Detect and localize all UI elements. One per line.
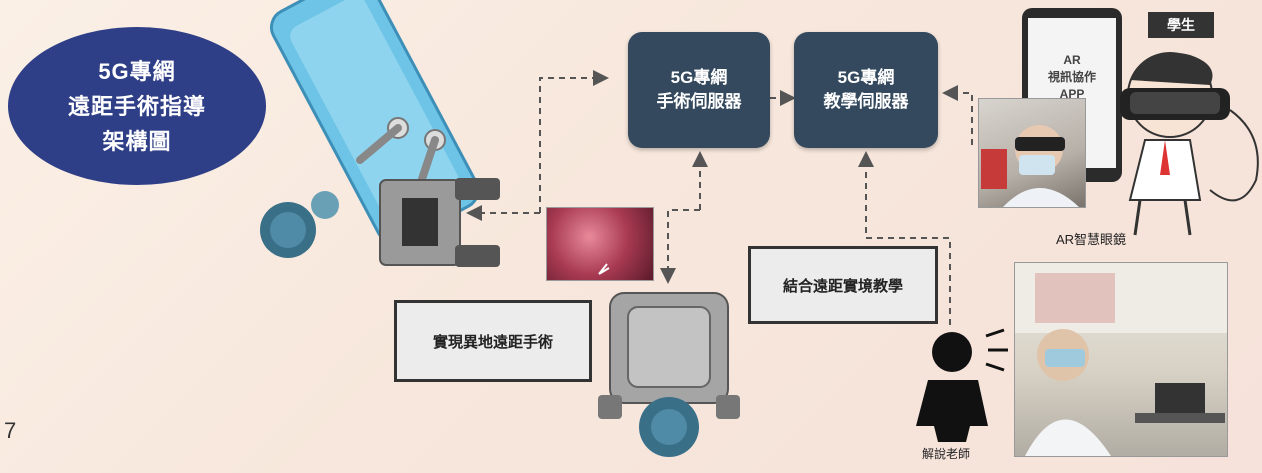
- note-remote-teaching: 結合遠距實境教學: [748, 246, 938, 324]
- instructor-caption: 解說老師: [922, 447, 971, 461]
- arrow-robot-to-server: [539, 70, 609, 213]
- title-line-2: 遠距手術指導: [67, 93, 206, 119]
- tablet-line-2: 視訊協作: [1047, 70, 1096, 84]
- teaching-server-line-1: 5G專網: [837, 68, 895, 87]
- arrow-console-link-down: [660, 209, 700, 284]
- ar-glasses-caption: AR智慧眼鏡: [1056, 232, 1127, 247]
- instructor-icon: [916, 328, 1008, 442]
- student-label-text: 學生: [1167, 17, 1195, 33]
- note-remote-surgery-text: 實現異地遠距手術: [432, 333, 553, 351]
- title-line-1: 5G專網: [98, 58, 176, 84]
- instructor-photo: [1014, 262, 1228, 457]
- tablet-line-3: APP: [1059, 87, 1085, 101]
- note-remote-teaching-text: 結合遠距實境教學: [782, 277, 903, 295]
- teaching-server-box: 5G專網 教學伺服器: [794, 32, 938, 148]
- arrow-instructor-to-teaching: [858, 151, 951, 325]
- title-line-3: 架構圖: [102, 128, 172, 154]
- student-label: 學生: [1148, 12, 1214, 38]
- page-number: 7: [4, 418, 17, 443]
- endoscope-image: [546, 207, 654, 281]
- surgery-server-box: 5G專網 手術伺服器: [628, 32, 770, 148]
- ar-glasses-photo: [978, 98, 1086, 208]
- surgical-robot-illustration: [260, 0, 500, 267]
- note-remote-surgery: 實現異地遠距手術: [394, 300, 592, 382]
- teaching-server-line-2: 教學伺服器: [823, 92, 909, 111]
- surgery-server-line-1: 5G專網: [670, 68, 728, 87]
- tablet-line-1: AR: [1063, 53, 1081, 67]
- surgery-server-line-2: 手術伺服器: [656, 92, 742, 111]
- student-cartoon: [1120, 52, 1259, 236]
- arrow-student-to-teaching: [942, 85, 973, 145]
- title-badge: 5G專網 遠距手術指導 架構圖: [8, 27, 266, 185]
- surgeon-console-illustration: [598, 292, 740, 457]
